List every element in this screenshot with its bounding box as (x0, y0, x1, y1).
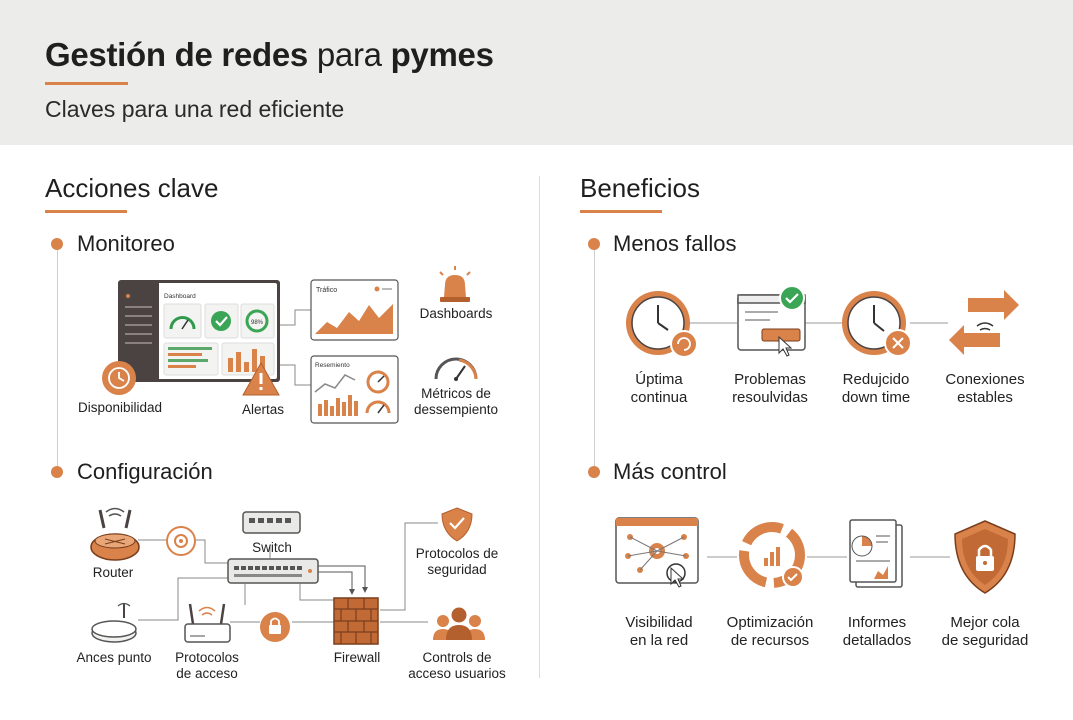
label-metricas-line2: dessempiento (413, 402, 499, 417)
padlock-badge-icon (260, 612, 290, 642)
section-heading-acciones: Acciones clave (45, 173, 219, 203)
benefit-label-line1: Mejor cola (950, 614, 1020, 631)
svg-text:Tráfico: Tráfico (316, 287, 337, 294)
firewall-brick-icon (333, 597, 379, 645)
subsection-title-mas-control: Más control (613, 459, 727, 484)
clock-x-icon (842, 291, 912, 357)
benefit-label-line1: Problemas (734, 371, 806, 388)
benefit-label-line2: detallados (842, 632, 912, 649)
bullet-configuracion (51, 466, 63, 478)
label-metricas-line1: Métricos de (421, 386, 491, 401)
subsection-title-monitoreo: Monitoreo (77, 231, 175, 256)
clock-refresh-icon (626, 291, 698, 358)
dashboard-title: Dashboard (164, 293, 196, 300)
dashboard-screen: Dashboard 98% (118, 280, 280, 382)
user-group-icon (433, 607, 485, 640)
access-point-icon (91, 602, 137, 643)
title-underline (45, 82, 128, 85)
benefit-label-line2: en la red (629, 632, 689, 649)
label-protocolos-acceso-line1: Protocolos (175, 650, 239, 665)
section-underline-beneficios (580, 210, 662, 213)
router-icon (90, 507, 140, 561)
label-firewall: Firewall (333, 650, 381, 665)
alarm-beacon-icon (439, 266, 471, 302)
traffic-chart-panel: Tráfico (310, 279, 399, 341)
section-underline-acciones (45, 210, 127, 213)
switch-icon (242, 511, 301, 534)
bullet-menos-fallos (588, 238, 600, 250)
label-protocolos-seguridad-line1: Protocolos de (415, 546, 499, 561)
page-subtitle: Claves para una red eficiente (45, 96, 345, 122)
benefit-label-line2: estables (957, 389, 1013, 406)
performance-panel: Resemiento (310, 355, 399, 424)
core-switch-icon (227, 558, 319, 584)
subsection-title-menos-fallos: Menos fallos (613, 231, 737, 256)
column-divider (539, 176, 540, 678)
speedometer-gauge-icon (434, 357, 478, 381)
label-protocolos-acceso-line2: de acceso (176, 666, 238, 681)
swap-arrows-icon (949, 290, 1019, 355)
timeline-right (594, 250, 595, 472)
svg-text:Resemiento: Resemiento (315, 362, 350, 369)
label-alertas: Alertas (241, 402, 285, 417)
network-eye-icon (615, 517, 699, 588)
timeline-left (57, 250, 58, 472)
page-title: Gestión de redes para pymes (45, 36, 494, 73)
settings-gear-icon (166, 526, 196, 556)
alert-triangle-icon (242, 361, 280, 396)
resource-ring-icon (739, 522, 805, 588)
benefit-label-line2: resoulvidas (732, 389, 808, 406)
security-shield-icon (441, 507, 473, 542)
benefit-label-line2: de seguridad (941, 632, 1029, 649)
label-controls-line2: acceso usuarios (408, 666, 506, 681)
report-document-icon (849, 519, 903, 588)
benefit-label-line2: down time (841, 389, 911, 406)
availability-clock-icon (102, 361, 136, 395)
label-controls-line1: Controls de (422, 650, 492, 665)
bullet-mas-control (588, 466, 600, 478)
benefit-label-line1: Conexiones (945, 371, 1025, 388)
label-router: Router (92, 565, 134, 580)
benefit-label-line1: Redujcido (842, 371, 910, 388)
benefit-label-line1: Optimización (726, 614, 814, 631)
gauge-value: 98% (251, 320, 264, 326)
bullet-monitoreo (51, 238, 63, 250)
label-dashboards: Dashboards (419, 306, 493, 321)
browser-check-icon (737, 285, 806, 357)
label-switch: Switch (252, 540, 292, 555)
subsection-title-configuracion: Configuración (77, 459, 213, 484)
label-protocolos-seguridad-line2: seguridad (427, 562, 487, 577)
benefit-label-line1: Informes (847, 614, 907, 631)
label-ances-punto: Ances punto (76, 650, 152, 665)
wifi-router-icon (184, 603, 231, 643)
benefit-label-line2: de recursos (730, 632, 810, 649)
benefit-label-line1: Úptima (635, 371, 683, 388)
benefit-label-line2: continua (630, 389, 688, 406)
label-disponibilidad: Disponibilidad (77, 400, 163, 415)
header-band (0, 0, 1073, 145)
section-heading-beneficios: Beneficios (580, 173, 700, 203)
shield-lock-icon (954, 520, 1016, 594)
benefit-label-line1: Visibilidad (625, 614, 693, 631)
